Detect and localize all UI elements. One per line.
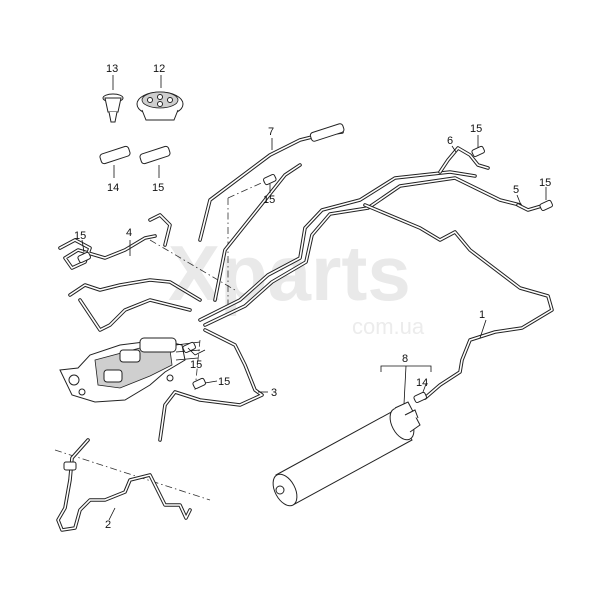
brake-line-2 <box>56 438 192 532</box>
reference-lines <box>54 179 269 501</box>
callout-6: 6 <box>447 135 453 147</box>
brake-line-4 <box>58 213 202 332</box>
callout-14-top: 14 <box>107 182 119 194</box>
callout-15-far-right: 15 <box>539 177 551 189</box>
clip-13 <box>102 93 124 123</box>
callout-15-top: 15 <box>152 182 164 194</box>
callout-15-right-top: 15 <box>470 123 482 135</box>
brake-line-bundle <box>198 130 554 400</box>
callout-15-left: 15 <box>74 230 86 242</box>
callout-15-unit: 15 <box>190 359 202 371</box>
watermark-domain: com.ua <box>352 314 425 339</box>
hydraulic-unit <box>59 337 201 403</box>
callout-7: 7 <box>268 126 274 138</box>
callout-5: 5 <box>513 184 519 196</box>
grommet-12 <box>136 91 184 121</box>
callout-14-right: 14 <box>416 377 428 389</box>
callout-13: 13 <box>106 63 118 75</box>
callout-15-center: 15 <box>263 194 275 206</box>
callout-12: 12 <box>153 63 165 75</box>
leader-lines <box>81 75 547 521</box>
callout-2: 2 <box>105 519 111 531</box>
callout-4: 4 <box>126 227 132 239</box>
callout-1: 1 <box>479 309 485 321</box>
connector-fittings <box>77 123 553 404</box>
callout-3: 3 <box>271 387 277 399</box>
pressure-accumulator <box>272 401 421 507</box>
connector-15-top <box>139 145 171 165</box>
callout-8: 8 <box>402 353 408 365</box>
callout-15-lower: 15 <box>218 376 230 388</box>
connector-14-top <box>99 145 131 165</box>
brake-line-3 <box>158 328 264 442</box>
callout-labels: 1 2 3 4 5 6 7 8 12 13 14 14 15 15 15 15 … <box>74 63 551 531</box>
